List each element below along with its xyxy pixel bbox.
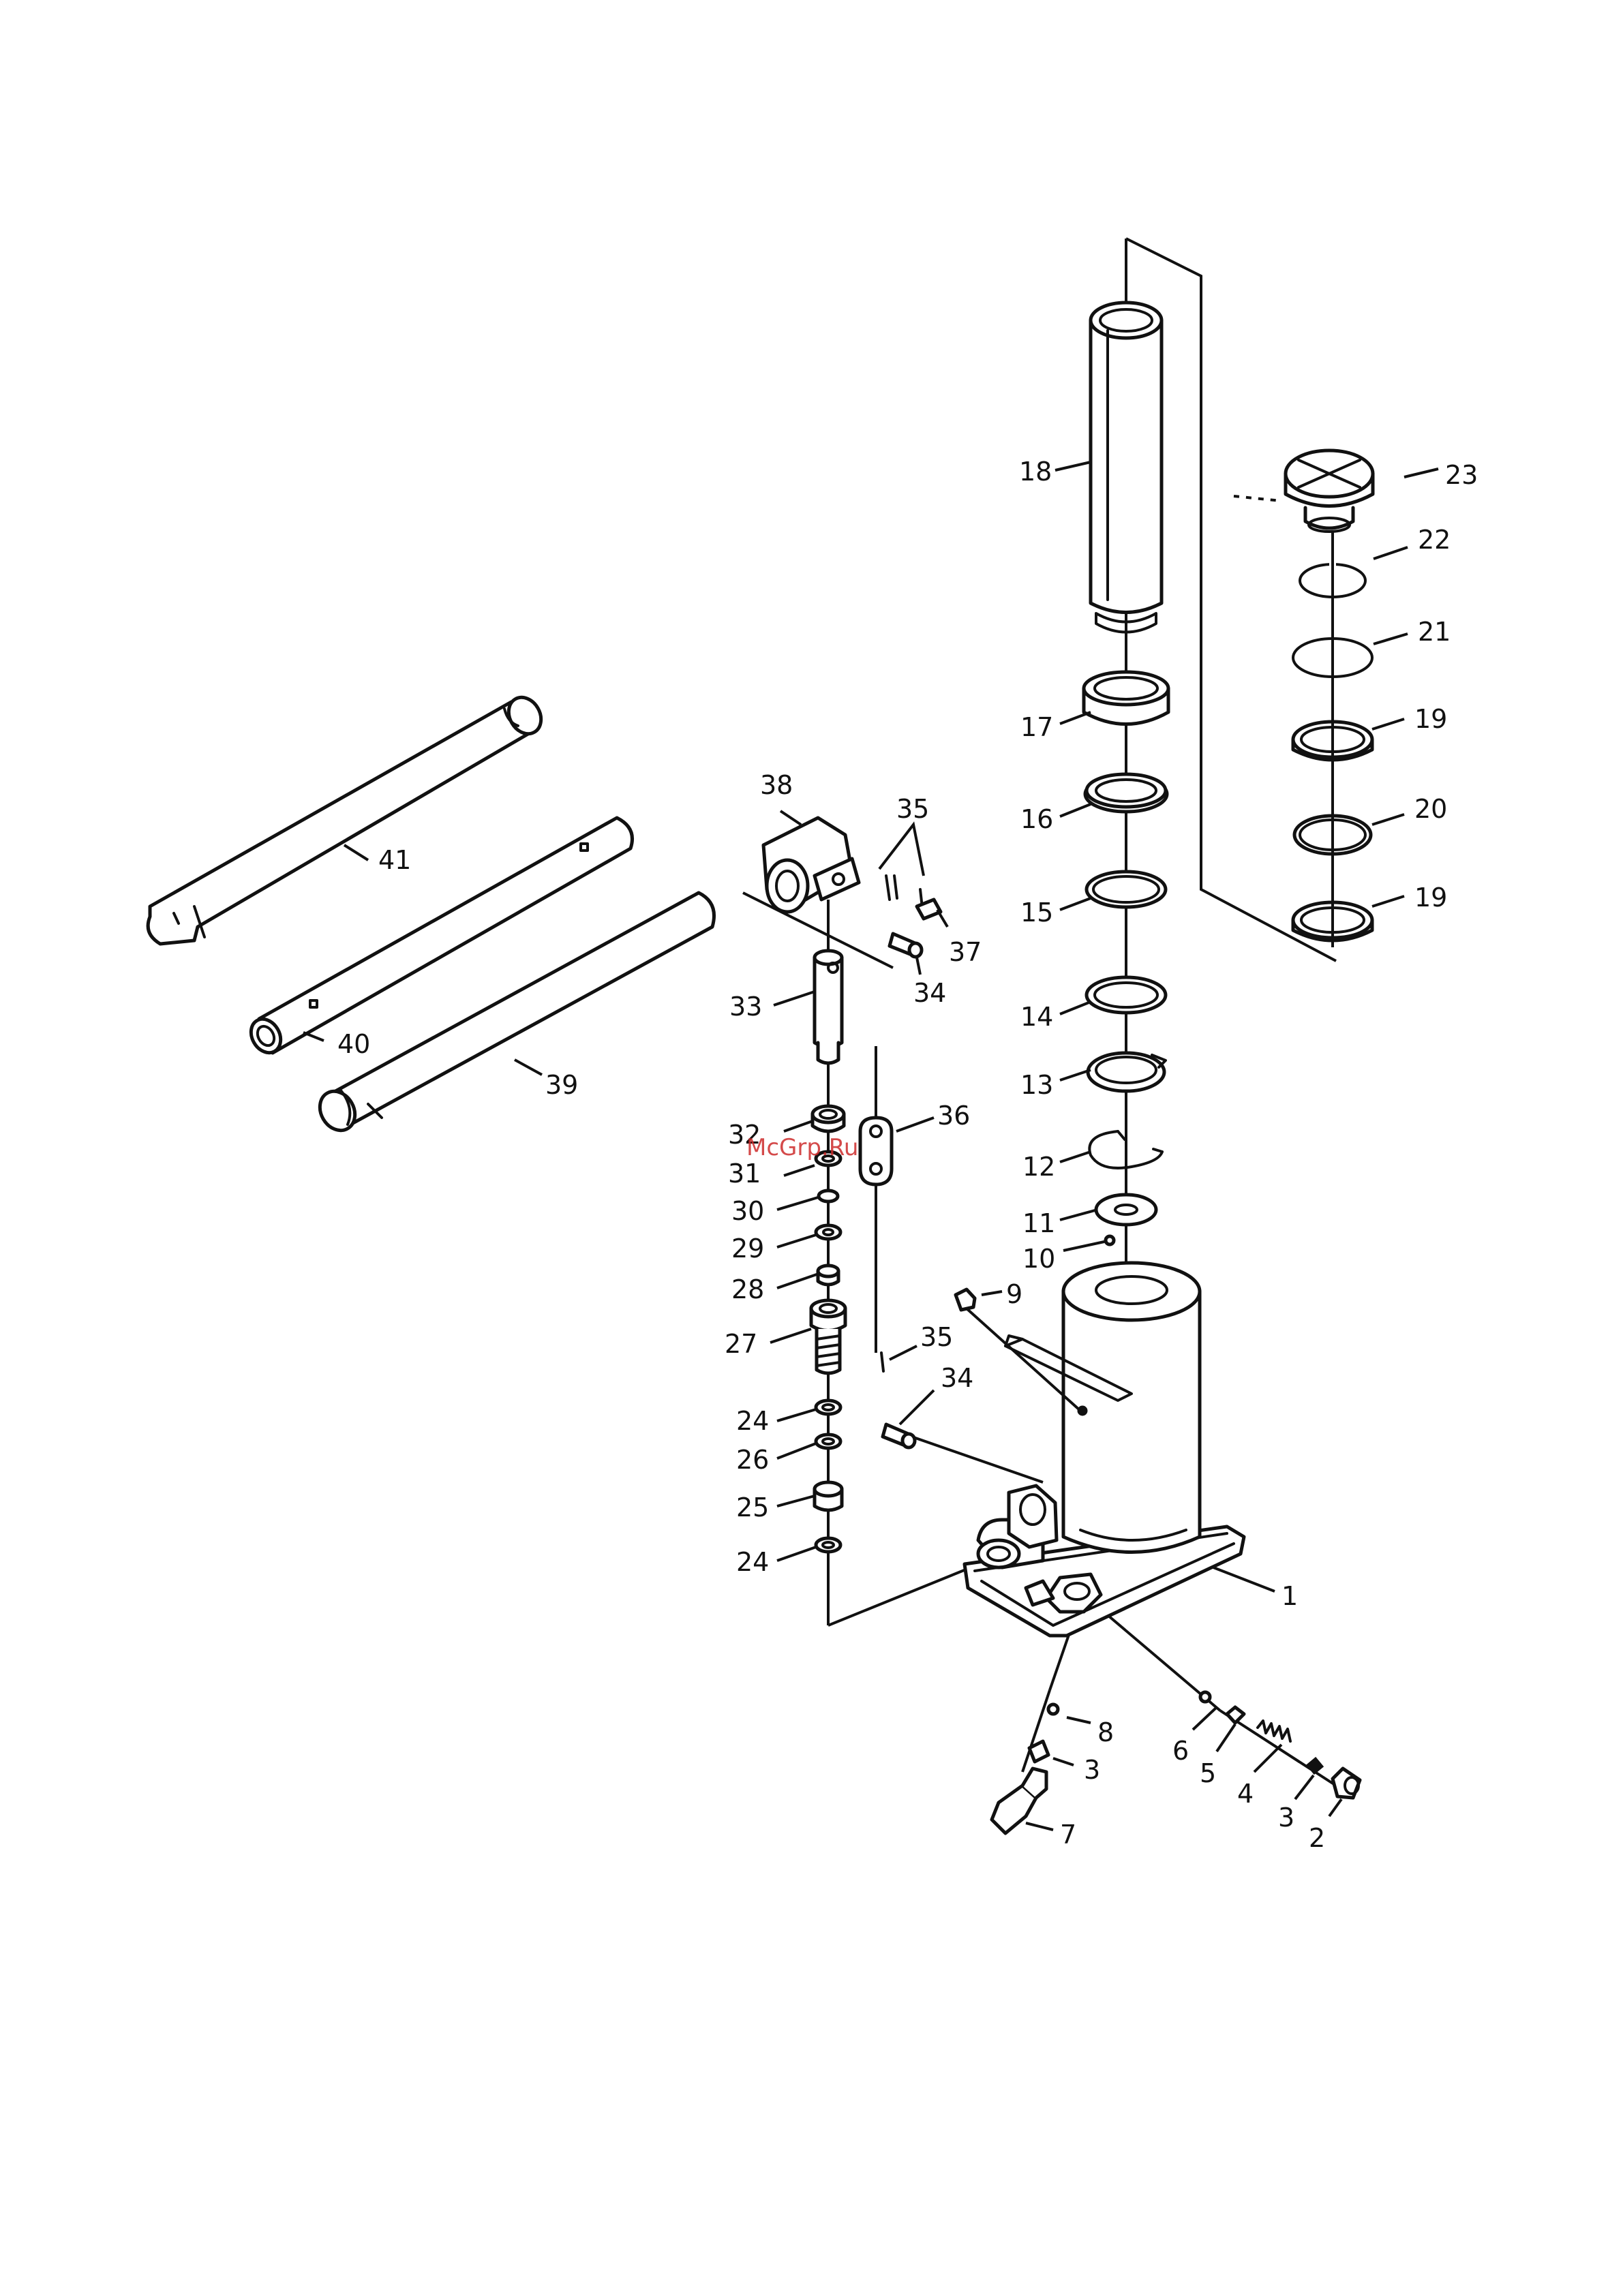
label-4: 4 [1237,1779,1254,1809]
label-19-lower: 19 [1414,883,1447,913]
label-24-lower: 24 [736,1547,769,1577]
label-35-top: 35 [896,794,929,824]
seal-28 [818,1266,838,1285]
bushing-25 [815,1482,842,1510]
label-12: 12 [1022,1152,1055,1182]
ball-6 [1200,1692,1210,1702]
watermark: McGrp.Ru [746,1134,858,1161]
cotter-35a [886,876,897,900]
label-15: 15 [1020,898,1053,928]
pin-34a [890,934,922,957]
label-1: 1 [1281,1581,1298,1611]
label-28: 28 [731,1274,764,1304]
label-16: 16 [1020,804,1053,834]
label-3-release: 3 [1084,1755,1100,1785]
seat-5 [1227,1707,1244,1723]
label-24-upper: 24 [736,1406,769,1436]
label-17: 17 [1020,712,1053,742]
jack-body-1 [956,1263,1244,1636]
ball-10 [1106,1236,1114,1244]
pump-cylinder-27 [811,1300,845,1373]
label-20: 20 [1414,794,1447,824]
ring-14 [1087,977,1166,1013]
washer-29 [816,1225,840,1239]
label-41: 41 [378,845,411,875]
label-10: 10 [1022,1244,1055,1274]
label-30: 30 [731,1196,764,1226]
label-18: 18 [1019,457,1052,487]
label-34-top: 34 [913,978,946,1008]
label-26: 26 [736,1445,769,1475]
cap-assembly-parts [1286,450,1373,947]
ring-30 [819,1191,838,1201]
cotter-35b [881,1353,883,1371]
label-36: 36 [937,1101,970,1131]
label-34-lower: 34 [941,1363,973,1393]
handle-39 [313,893,714,1137]
pump-head-38 [763,818,859,912]
label-6: 6 [1172,1736,1189,1766]
label-38: 38 [760,770,793,800]
label-9: 9 [1006,1279,1022,1309]
link-36 [860,1118,892,1184]
label-35-lower: 35 [920,1322,953,1352]
label-29: 29 [731,1234,764,1264]
label-37: 37 [949,937,982,967]
label-31: 31 [728,1159,761,1189]
ball-8 [1048,1704,1058,1714]
washer-24a [816,1400,840,1414]
ram-tube-18 [1091,303,1162,632]
label-21: 21 [1418,617,1451,647]
release-screw-7 [992,1769,1046,1833]
plunger-33 [815,951,842,1063]
label-11: 11 [1022,1208,1055,1238]
label-5: 5 [1200,1758,1216,1788]
washer-26 [816,1435,840,1448]
label-14: 14 [1020,1002,1053,1032]
part-number-labels: 18 17 16 15 14 13 12 11 10 9 1 23 22 21 … [337,457,1478,1853]
seal-32 [813,1106,844,1131]
plug-2 [1333,1769,1360,1798]
handle-sections [148,692,714,1137]
label-23: 23 [1445,460,1478,490]
ring-13 [1088,1053,1166,1091]
pin-34b [883,1424,915,1448]
label-27: 27 [725,1329,757,1359]
label-40: 40 [337,1029,370,1059]
ring-16 [1085,774,1167,812]
ring-17 [1084,672,1168,724]
link-and-pins [860,876,941,1448]
label-22: 22 [1418,525,1451,555]
label-33: 33 [729,992,762,1022]
seal-3b [1307,1758,1322,1773]
label-8: 8 [1097,1717,1114,1747]
label-2: 2 [1309,1823,1325,1853]
washer-11 [1096,1195,1156,1225]
label-25: 25 [736,1493,769,1522]
label-39: 39 [545,1070,578,1100]
ring-15 [1087,872,1166,907]
label-3-relief: 3 [1278,1803,1294,1833]
label-7: 7 [1060,1820,1076,1850]
label-19-upper: 19 [1414,704,1447,734]
label-13: 13 [1020,1070,1053,1100]
washer-24b [816,1538,840,1552]
top-nut-23 [1286,450,1373,532]
